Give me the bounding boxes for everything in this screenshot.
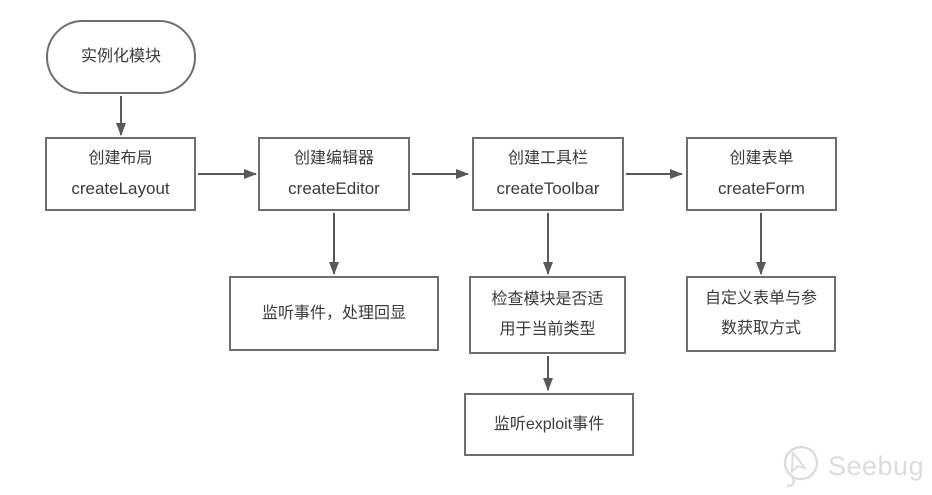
node-create-form: 创建表单 createForm [686,137,837,211]
node-create-layout-code: createLayout [71,179,170,198]
node-create-form-code: createForm [718,179,805,198]
node-create-layout: 创建布局 createLayout [45,137,196,211]
node-listen-exploit-label: 监听exploit事件 [493,415,605,433]
node-start: 实例化模块 [46,20,196,94]
node-custom-form: 自定义表单与参数获取方式 [686,276,836,352]
seebug-watermark: Seebug [781,443,924,489]
seebug-logo-icon [783,445,819,488]
node-listen-exploit: 监听exploit事件 [464,393,634,456]
node-create-toolbar: 创建工具栏 createToolbar [472,137,624,211]
node-create-form-title: 创建表单 [729,150,794,167]
node-start-label: 实例化模块 [80,48,161,65]
node-create-layout-title: 创建布局 [88,150,153,167]
node-listen-events: 监听事件，处理回显 [229,276,439,351]
node-check-module: 检查模块是否适用于当前类型 [469,276,626,354]
node-custom-form-label: 自定义表单与参数获取方式 [704,290,817,337]
node-create-editor: 创建编辑器 createEditor [258,137,410,211]
node-create-editor-code: createEditor [288,179,380,198]
seebug-brand-text: Seebug [828,451,925,481]
node-create-toolbar-code: createToolbar [496,179,600,198]
node-listen-events-label: 监听事件，处理回显 [261,304,406,322]
node-create-editor-title: 创建编辑器 [293,150,374,167]
node-create-toolbar-title: 创建工具栏 [507,150,588,167]
node-check-module-label: 检查模块是否适用于当前类型 [491,291,604,338]
